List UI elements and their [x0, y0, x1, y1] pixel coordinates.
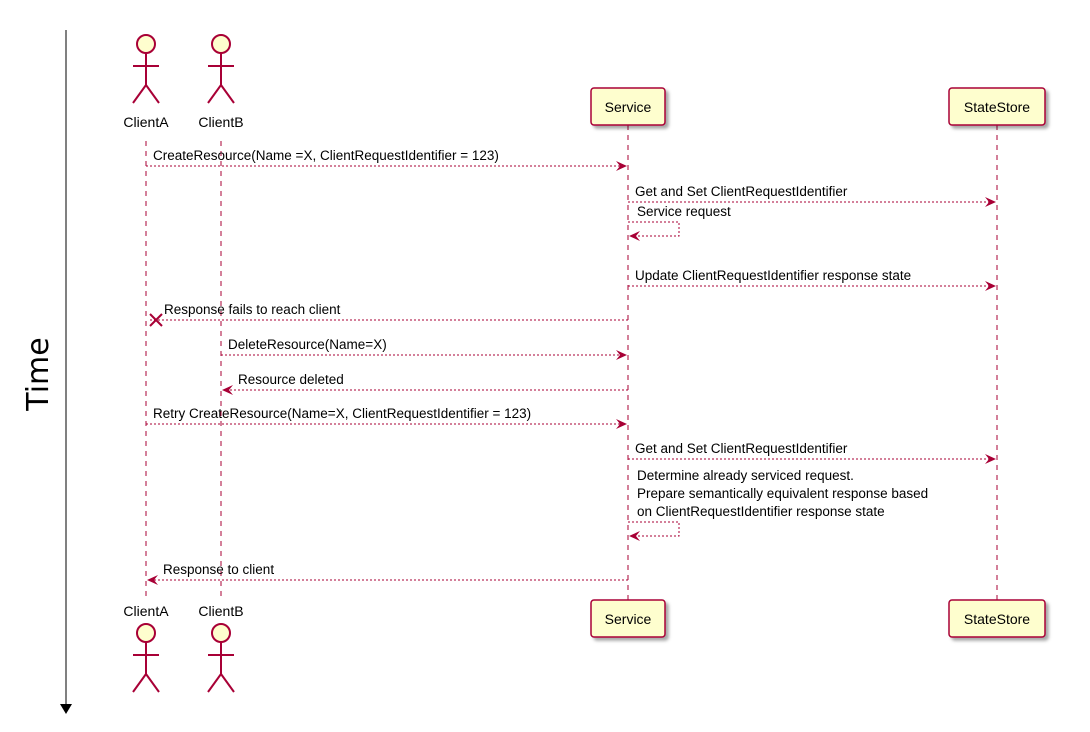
time-axis: Time [21, 30, 72, 714]
message-label: Update ClientRequestIdentifier response … [635, 268, 911, 283]
message-6: DeleteResource(Name=X) [221, 337, 627, 360]
message-10: Determine already serviced request. Prepa… [628, 468, 928, 541]
participant-statestore-top: StateStore [948, 87, 1046, 126]
arrow-head [985, 454, 996, 464]
arrow-head [616, 419, 627, 429]
arrow-head [985, 281, 996, 291]
message-label: Retry CreateResource(Name=X, ClientReque… [153, 406, 531, 421]
message-2: Get and Set ClientRequestIdentifier [628, 184, 996, 207]
message-8: Retry CreateResource(Name=X, ClientReque… [146, 406, 627, 429]
arrow-head [147, 575, 158, 585]
message-7: Resource deleted [222, 372, 628, 395]
participant-statestore-bottom-label: StateStore [964, 611, 1030, 627]
message-label: Service request [637, 204, 731, 219]
message-9: Get and Set ClientRequestIdentifier [628, 441, 996, 464]
message-label: CreateResource(Name =X, ClientRequestIde… [153, 148, 499, 163]
message-label: Resource deleted [238, 372, 344, 387]
actor-clientB-top-label: ClientB [198, 114, 243, 130]
message-4: Update ClientRequestIdentifier response … [628, 268, 996, 291]
participant-service-bottom-label: Service [605, 611, 652, 627]
actor-clientB-bottom-label: ClientB [198, 603, 243, 619]
arrow-head [985, 197, 996, 207]
time-axis-arrowhead [60, 704, 72, 714]
time-axis-label: Time [21, 337, 56, 411]
self-arrow-line [628, 221, 680, 237]
participant-service-bottom: Service [590, 599, 666, 638]
participant-statestore-top-label: StateStore [964, 99, 1030, 115]
messages: CreateResource(Name =X, ClientRequestIde… [146, 148, 996, 585]
message-label: on ClientRequestIdentifier response stat… [637, 504, 885, 519]
actor-clientA-top-label: ClientA [123, 114, 169, 130]
actor-clientA-bottom-label: ClientA [123, 603, 169, 619]
actor-clientA-top: ClientA [123, 34, 169, 130]
message-11: Response to client [147, 562, 628, 585]
message-label: Determine already serviced request. [637, 468, 854, 483]
message-label: Get and Set ClientRequestIdentifier [635, 184, 848, 199]
message-5: Response fails to reach client [148, 302, 628, 327]
actor-clientA-bottom: ClientA [123, 603, 169, 693]
arrow-head [629, 231, 640, 241]
participant-service-top-label: Service [605, 99, 652, 115]
participant-statestore-bottom: StateStore [948, 599, 1046, 638]
message-label: Prepare semantically equivalent response… [637, 486, 928, 501]
message-label: DeleteResource(Name=X) [228, 337, 387, 352]
lost-marker [149, 313, 163, 327]
arrow-head [222, 385, 233, 395]
arrow-head [616, 350, 627, 360]
message-label: Response fails to reach client [164, 302, 341, 317]
arrow-head [629, 531, 640, 541]
participant-service-top: Service [590, 87, 666, 126]
message-1: CreateResource(Name =X, ClientRequestIde… [146, 148, 627, 171]
message-3: Service request [628, 204, 731, 241]
message-label: Response to client [163, 562, 274, 577]
actor-clientB-top: ClientB [198, 34, 244, 130]
self-arrow-line [628, 521, 680, 537]
arrow-head [616, 161, 627, 171]
message-label: Get and Set ClientRequestIdentifier [635, 441, 848, 456]
actor-clientB-bottom: ClientB [198, 603, 244, 693]
